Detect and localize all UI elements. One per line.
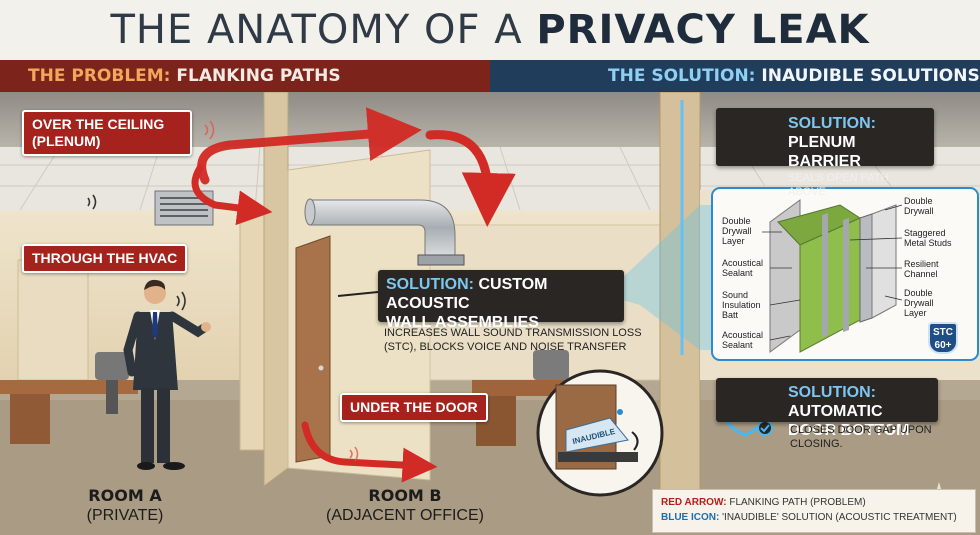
problem-band: THE PROBLEM: FLANKING PATHS — [0, 60, 490, 92]
stc-line2: 60+ — [934, 340, 952, 351]
room-b-desc: (ADJACENT OFFICE) — [326, 507, 484, 524]
problem-band-label: THE PROBLEM: — [28, 66, 171, 86]
flanking-path-arrows — [191, 107, 516, 483]
title-bold: PRIVACY LEAK — [536, 7, 870, 53]
legend-red-row: RED ARROW: FLANKING PATH (PROBLEM) — [661, 495, 967, 510]
solution-wall-sub1: INCREASES WALL SOUND TRANSMISSION LOSS — [384, 327, 642, 339]
solution-door-bottom: SOLUTION: AUTOMATIC DOOR BOTTOM — [716, 378, 938, 439]
label-text: Metal Studs — [904, 238, 952, 248]
solution-plenum-title: PLENUM BARRIER — [788, 134, 861, 170]
solution-wall-assemblies: SOLUTION: CUSTOM ACOUSTIC WALL ASSEMBLIE… — [378, 270, 624, 331]
legend-red-text: FLANKING PATH (PROBLEM) — [729, 497, 866, 508]
solution-door-description: CLOSES DOOR GAP UPON CLOSING. — [790, 423, 932, 451]
tag-over-ceiling: OVER THE CEILING (PLENUM) — [22, 110, 192, 156]
label-text: Double — [904, 196, 933, 206]
label-text: Batt — [722, 310, 739, 320]
solution-wall-label: SOLUTION: — [386, 276, 474, 293]
legend-blue-row: BLUE ICON: 'INAUDIBLE' SOLUTION (ACOUSTI… — [661, 510, 967, 525]
tag-under-door-text: UNDER THE DOOR — [350, 399, 478, 415]
solution-door-label: SOLUTION: — [788, 384, 876, 401]
solution-door-title-b: DOOR BOTTOM — [788, 422, 910, 439]
legend-blue-label: BLUE ICON: — [661, 512, 720, 523]
label-resilient-channel: Resilient Channel — [904, 259, 939, 279]
room-a-label: ROOM A (PRIVATE) — [70, 486, 180, 526]
label-double-drywall-right: Double Drywall — [904, 196, 934, 216]
label-double-drywall-layer-left: Double Drywall Layer — [722, 216, 752, 246]
stc-badge: STC 60+ — [928, 322, 958, 354]
label-text: Double — [904, 288, 933, 298]
label-staggered-metal-studs: Staggered Metal Studs — [904, 228, 952, 248]
label-text: Insulation — [722, 300, 761, 310]
solution-plenum-sub: SEALS OPEN PATH ABOVE — [788, 172, 889, 198]
door — [295, 235, 331, 463]
solution-door-sub1: CLOSES DOOR GAP UPON — [790, 424, 932, 436]
legend-blue-text: 'INAUDIBLE' SOLUTION (ACOUSTIC TREATMENT… — [722, 512, 957, 523]
solution-wall-sub2: (STC), BLOCKS VOICE AND NOISE TRANSFER — [384, 341, 627, 353]
label-text: Double — [722, 216, 751, 226]
label-text: Layer — [722, 236, 745, 246]
solution-plenum-label: SOLUTION: — [788, 115, 876, 132]
solution-band: THE SOLUTION: INAUDIBLE SOLUTIONS — [490, 60, 980, 92]
label-text: Staggered — [904, 228, 946, 238]
stc-line1: STC — [933, 327, 953, 338]
label-text: Sound — [722, 290, 749, 300]
room-a-name: ROOM A — [88, 486, 162, 505]
solution-door-sub2: CLOSING. — [790, 438, 843, 450]
label-text: Sealant — [722, 340, 753, 350]
solution-band-label: THE SOLUTION: — [608, 66, 756, 86]
label-text: Drywall — [904, 206, 934, 216]
label-text: Drywall — [722, 226, 752, 236]
label-text: Acoustical — [722, 330, 764, 340]
desk — [0, 380, 138, 394]
title-normal: THE ANATOMY OF A — [110, 7, 537, 53]
tag-over-ceiling-line1: OVER THE CEILING — [32, 116, 165, 132]
page-title: THE ANATOMY OF A PRIVACY LEAK — [0, 0, 980, 60]
wall-callout-pointer — [337, 291, 379, 297]
solution-wall-title-a: CUSTOM ACOUSTIC — [386, 276, 548, 312]
solution-plenum-barrier: SOLUTION: PLENUM BARRIER SEALS OPEN PATH… — [716, 108, 934, 198]
room-b-label: ROOM B (ADJACENT OFFICE) — [320, 486, 490, 526]
problem-band-text: FLANKING PATHS — [176, 66, 341, 86]
tag-through-hvac: THROUGH THE HVAC — [22, 244, 188, 273]
room-b-name: ROOM B — [368, 486, 442, 505]
label-text: Drywall — [904, 298, 934, 308]
label-acoustical-sealant-top: Acoustical Sealant — [722, 258, 763, 278]
room-a-desc: (PRIVATE) — [86, 507, 164, 524]
solution-band-text: INAUDIBLE SOLUTIONS — [761, 66, 980, 86]
solution-door-title-a: AUTOMATIC — [788, 403, 883, 420]
partition-wall — [263, 91, 289, 487]
person-speaking — [123, 279, 211, 470]
label-sound-insulation-batt: Sound Insulation Batt — [722, 290, 761, 320]
label-double-drywall-layer-right: Double Drywall Layer — [904, 288, 934, 318]
tag-through-hvac-text: THROUGH THE HVAC — [32, 250, 178, 266]
label-text: Layer — [904, 308, 927, 318]
legend: RED ARROW: FLANKING PATH (PROBLEM) BLUE … — [652, 489, 976, 533]
tag-under-door: UNDER THE DOOR — [340, 393, 488, 422]
label-text: Acoustical — [722, 258, 764, 268]
label-acoustical-sealant-bottom: Acoustical Sealant — [722, 330, 763, 350]
legend-red-label: RED ARROW: — [661, 497, 727, 508]
wall-cross-section — [769, 199, 897, 353]
label-text: Resilient — [904, 259, 939, 269]
solution-wall-title-b: WALL ASSEMBLIES — [386, 314, 539, 331]
tag-over-ceiling-line2: (PLENUM) — [32, 133, 101, 149]
label-text: Sealant — [722, 268, 753, 278]
label-text: Channel — [904, 269, 938, 279]
sound-waves — [87, 194, 186, 311]
solution-wall-description: INCREASES WALL SOUND TRANSMISSION LOSS (… — [384, 326, 644, 354]
